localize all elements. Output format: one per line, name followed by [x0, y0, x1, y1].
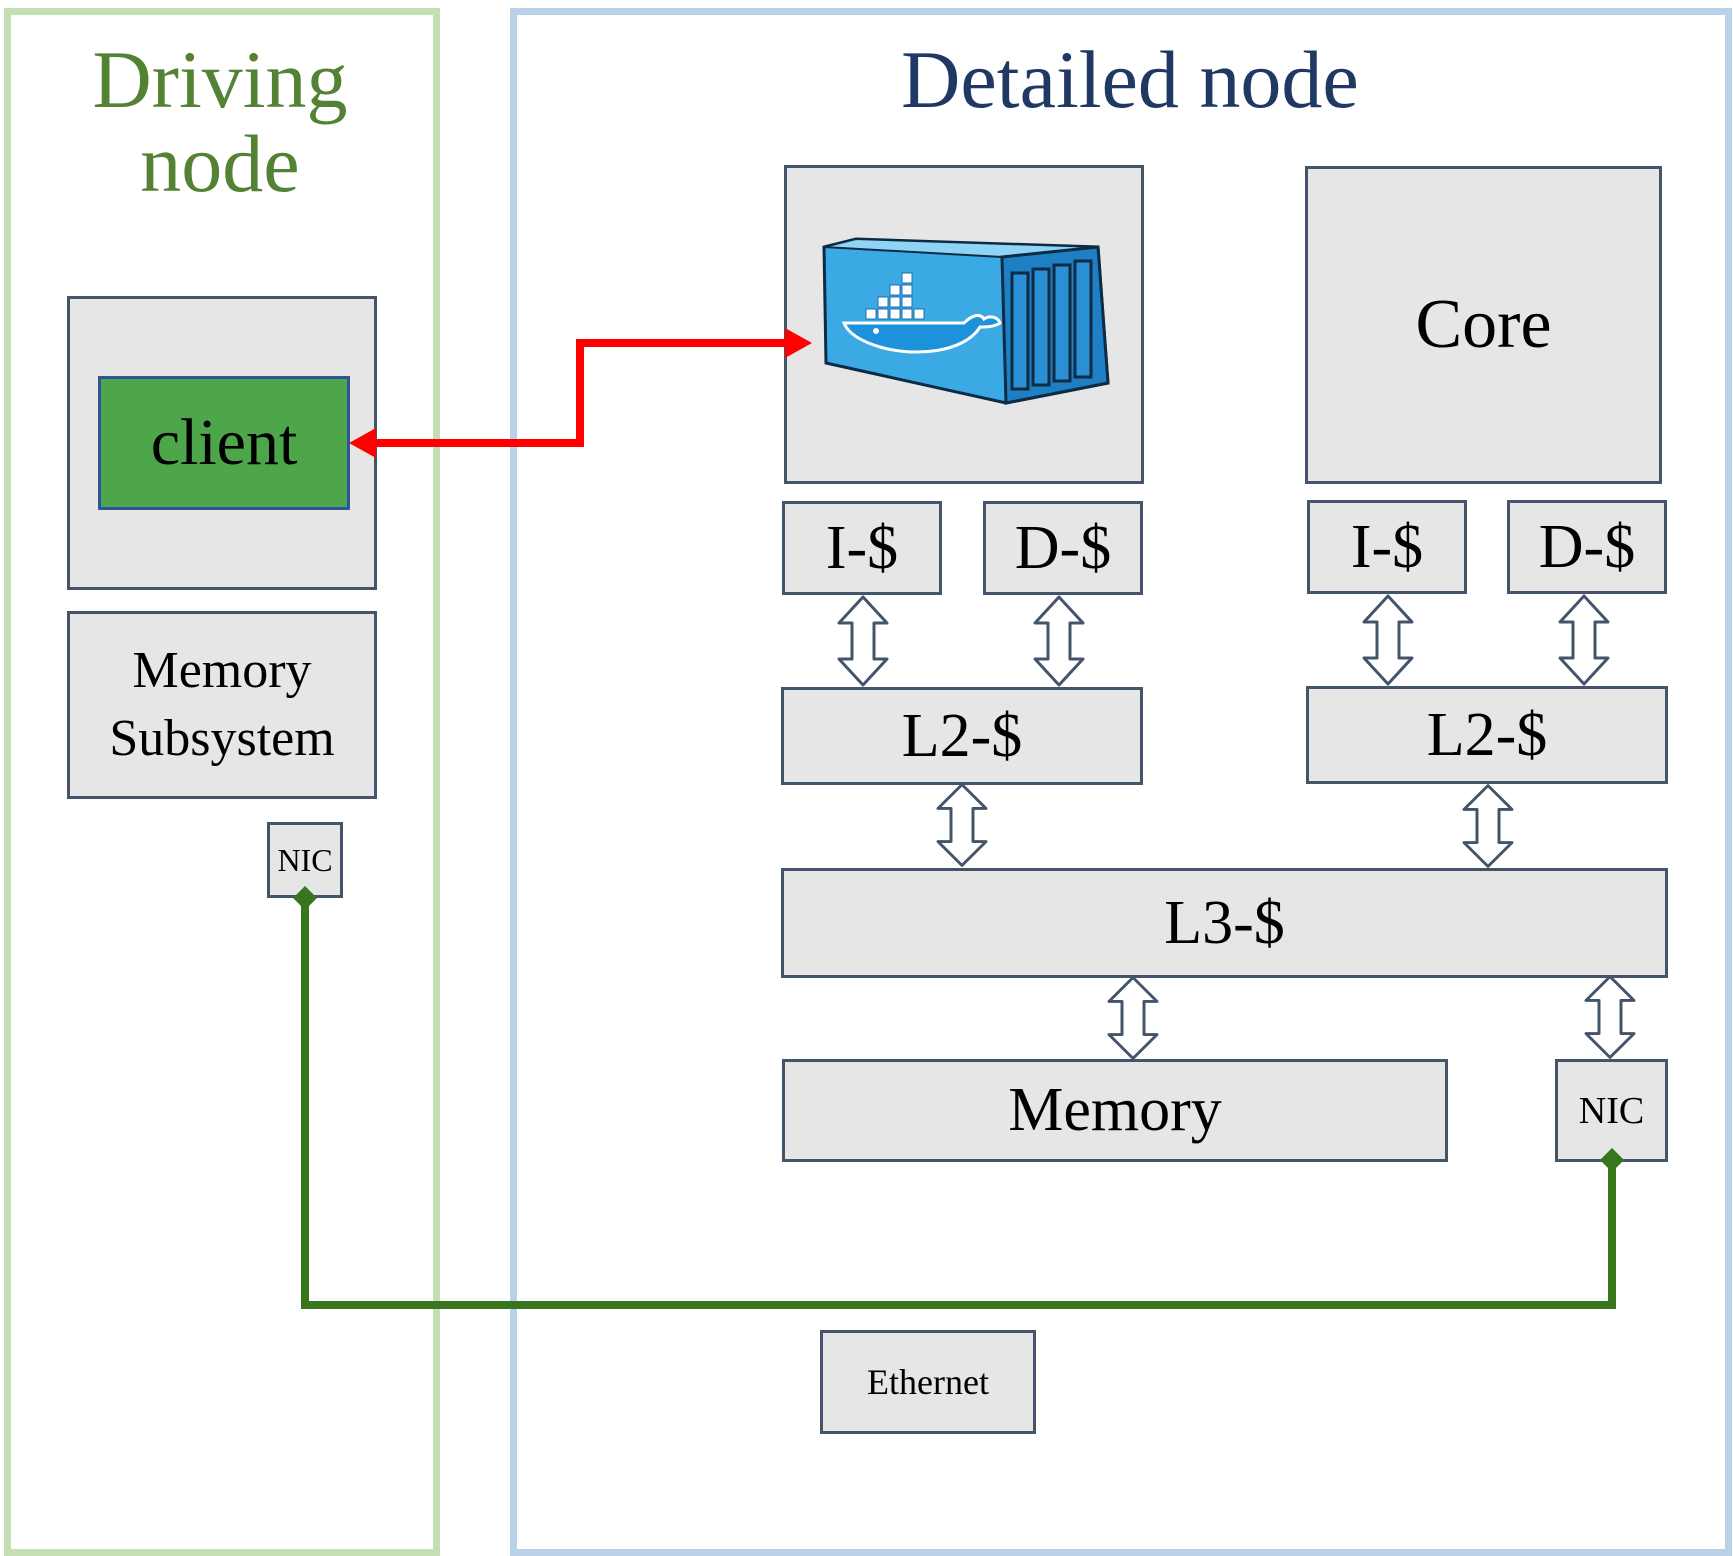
docker-container-icon [822, 236, 1110, 405]
right-dcache-l2-arrow [1558, 594, 1610, 686]
driving-node-title-line1: Driving [92, 34, 348, 125]
detailed-nic-port [1600, 1148, 1624, 1172]
l3-box: L3-$ [781, 868, 1668, 978]
driving-node-panel [4, 8, 440, 1556]
driving-node-title: Driving node [20, 38, 420, 205]
container-box [784, 165, 1144, 484]
memory-subsystem-line2: Subsystem [109, 710, 335, 767]
driving-nic-box: NIC [267, 822, 343, 898]
driving-nic-port [293, 886, 317, 910]
right-l2-l3-arrow [1462, 784, 1514, 868]
left-dcache-box: D-$ [983, 501, 1143, 595]
memory-subsystem-line1: Memory [132, 642, 312, 700]
detailed-node-title: Detailed node [901, 34, 1359, 125]
memory-box: Memory [782, 1059, 1448, 1162]
l3-memory-arrow [1107, 976, 1159, 1060]
core-box: Core [1305, 166, 1662, 484]
left-icache-l2-arrow [837, 595, 889, 687]
right-dcache-box: D-$ [1507, 500, 1667, 594]
right-icache-box: I-$ [1307, 500, 1467, 594]
memory-subsystem-box: Memory Subsystem [67, 611, 377, 799]
detailed-node-panel [510, 8, 1732, 1556]
l3-nic-arrow [1584, 975, 1636, 1059]
detailed-nic-box: NIC [1555, 1059, 1668, 1162]
client-box: client [98, 376, 350, 510]
left-icache-box: I-$ [782, 501, 942, 595]
ethernet-label-box: Ethernet [820, 1330, 1036, 1434]
client-container-link [349, 328, 812, 458]
left-dcache-l2-arrow [1033, 595, 1085, 687]
left-l2-box: L2-$ [781, 687, 1143, 785]
driving-node-title-line2: node [140, 117, 300, 209]
ethernet-link [293, 886, 1624, 1309]
right-l2-box: L2-$ [1306, 686, 1668, 784]
right-icache-l2-arrow [1362, 594, 1414, 686]
left-l2-l3-arrow [936, 783, 988, 867]
